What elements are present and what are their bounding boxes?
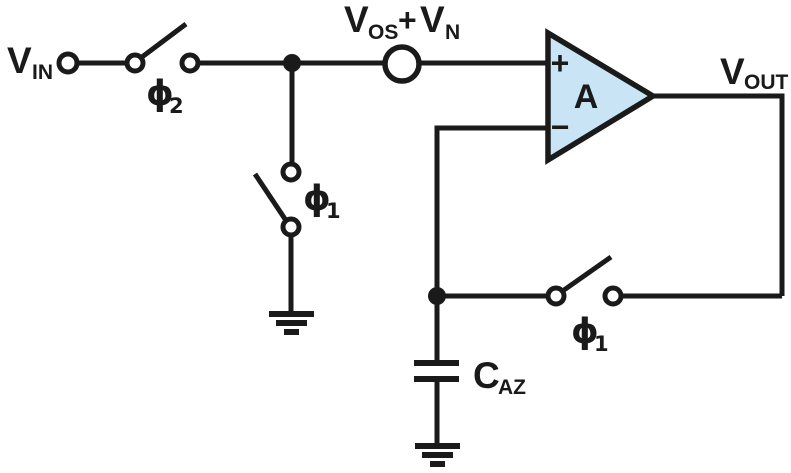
phi2-switch-blade xyxy=(140,22,188,59)
phi2-throw-contact xyxy=(179,52,201,74)
vin-terminal-circle xyxy=(56,51,80,75)
capacitor-caz xyxy=(414,360,459,382)
labels: V IN ϕ 2 ϕ 1 V OS + V N + − A V OUT ϕ 1 xyxy=(7,0,789,399)
wire-output-path xyxy=(653,93,785,296)
phi1-feedback-label: ϕ 1 xyxy=(571,312,609,356)
phi1-left-pole-contact xyxy=(280,216,302,238)
phi2-pole-contact xyxy=(124,52,146,74)
ground-symbol-caz xyxy=(415,443,460,467)
phi1-fb-switch-blade xyxy=(562,254,613,293)
junction-dot-feedback xyxy=(428,287,446,305)
wire-minus-input-path xyxy=(434,125,547,296)
junction-dot-top xyxy=(283,54,301,72)
opamp-plus-sign: + xyxy=(551,45,570,81)
caz-label: C AZ xyxy=(473,355,526,399)
vout-label: V OUT xyxy=(720,51,789,94)
opamp-triangle xyxy=(545,28,659,165)
junction-dots xyxy=(283,54,446,305)
ground-symbol-left xyxy=(269,311,314,335)
contacts xyxy=(56,44,624,307)
phi1-left-label: ϕ 1 xyxy=(303,179,341,223)
opamp-minus-sign: − xyxy=(551,109,570,145)
phi1-fb-throw-contact xyxy=(602,285,624,307)
opamp-gain-label: A xyxy=(574,78,599,116)
vin-label: V IN xyxy=(7,40,53,84)
wires xyxy=(79,22,785,444)
phi1-left-throw-contact xyxy=(280,161,302,183)
noise-source-label: V OS + V N xyxy=(344,0,460,44)
phi1-fb-pole-contact xyxy=(545,285,567,307)
phi1-left-switch-blade xyxy=(252,172,288,221)
phi2-label: ϕ 2 xyxy=(146,74,184,118)
noise-source-circle xyxy=(382,44,422,84)
